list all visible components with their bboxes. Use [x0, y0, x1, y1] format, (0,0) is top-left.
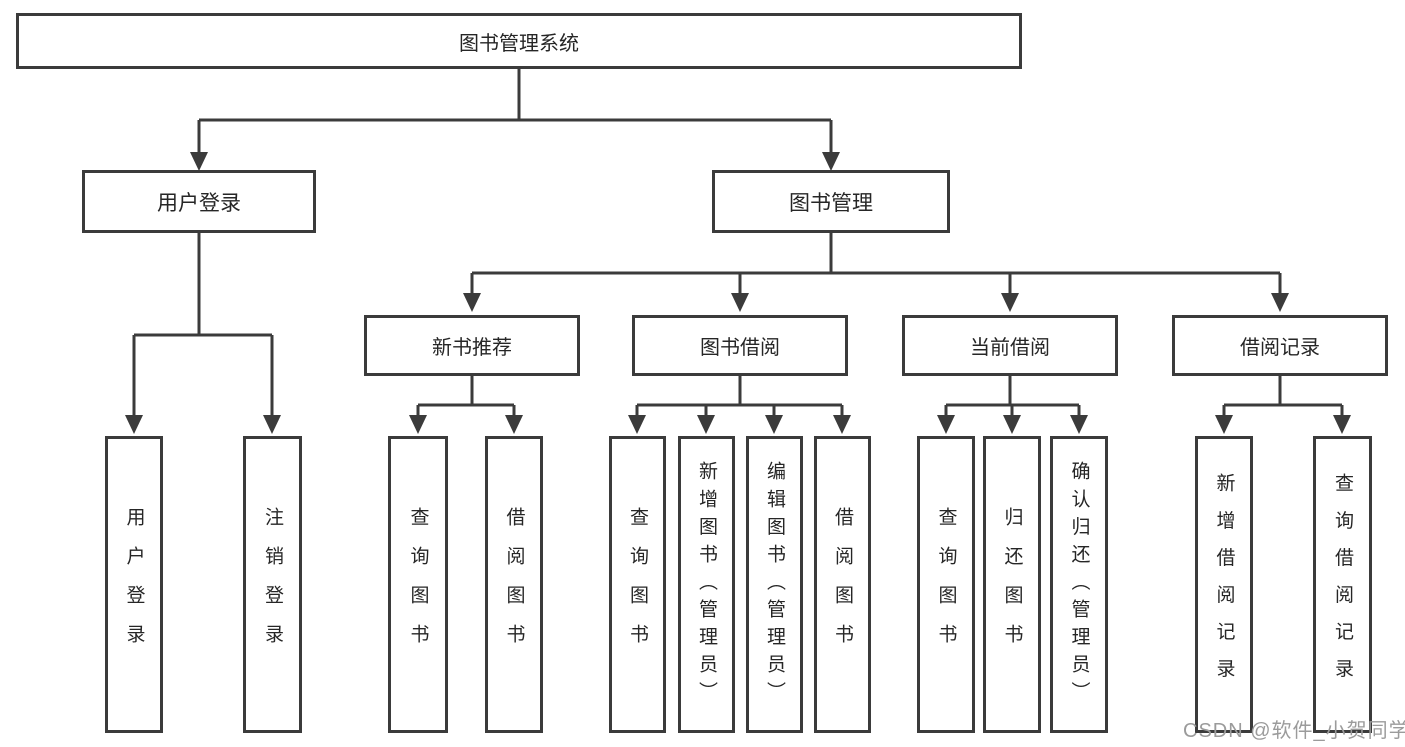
- node-root: 图书管理系统: [16, 13, 1022, 69]
- leaf-borrow-edit-books-admin: 编辑图书（管理员）: [746, 436, 803, 733]
- node-book-borrow-label: 图书借阅: [700, 337, 780, 359]
- node-book-borrow: 图书借阅: [632, 315, 848, 376]
- arrowheads: [125, 152, 1351, 434]
- leaf-borrow-add-books-admin: 新增图书（管理员）: [678, 436, 735, 733]
- leaf-records-query-record: 查询借阅记录: [1313, 436, 1372, 733]
- node-new-book-recommend: 新书推荐: [364, 315, 580, 376]
- leaf-newbook-borrow-books: 借阅图书: [485, 436, 543, 733]
- leaf-borrow-borrow-books: 借阅图书: [814, 436, 871, 733]
- leaf-user-login: 用户登录: [105, 436, 163, 733]
- leaf-current-confirm-return-admin: 确认归还（管理员）: [1050, 436, 1108, 733]
- node-current-borrow-label: 当前借阅: [970, 337, 1050, 359]
- leaf-newbook-query-books: 查询图书: [388, 436, 448, 733]
- leaf-current-query-books: 查询图书: [917, 436, 975, 733]
- leaf-current-return-books: 归还图书: [983, 436, 1041, 733]
- node-current-borrow: 当前借阅: [902, 315, 1118, 376]
- node-borrow-records-label: 借阅记录: [1240, 337, 1320, 359]
- node-borrow-records: 借阅记录: [1172, 315, 1388, 376]
- node-user-login-label: 用户登录: [157, 191, 241, 215]
- node-book-management-label: 图书管理: [789, 191, 873, 215]
- leaf-records-add-record: 新增借阅记录: [1195, 436, 1253, 733]
- csdn-watermark: CSDN @软件_小贺同学: [1183, 720, 1405, 742]
- leaf-borrow-query-books: 查询图书: [609, 436, 666, 733]
- node-new-book-recommend-label: 新书推荐: [432, 337, 512, 359]
- leaf-logout-login: 注销登录: [243, 436, 302, 733]
- node-root-label: 图书管理系统: [459, 32, 579, 55]
- node-user-login: 用户登录: [82, 170, 316, 233]
- node-book-management: 图书管理: [712, 170, 950, 233]
